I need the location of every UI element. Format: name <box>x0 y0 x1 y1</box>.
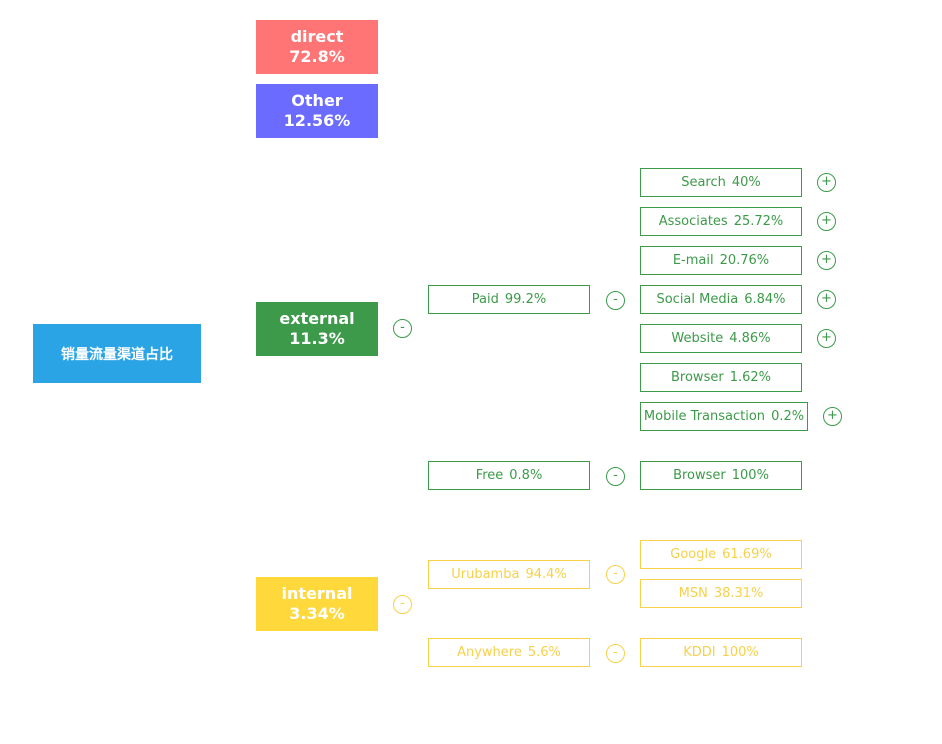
root-label: 销量流量渠道占比 <box>61 346 173 363</box>
collapse-paid-toggle[interactable]: - <box>606 291 625 310</box>
node-free[interactable]: Free 0.8% <box>428 461 590 490</box>
node-msn-value: 38.31% <box>713 586 764 601</box>
node-email-label: E-mail <box>672 253 714 268</box>
expand-mobile-transaction-toggle[interactable]: + <box>823 407 842 426</box>
collapse-urubamba-toggle[interactable]: - <box>606 565 625 584</box>
node-browser-paid[interactable]: Browser 1.62% <box>640 363 802 392</box>
node-website[interactable]: Website 4.86% <box>640 324 802 353</box>
node-email[interactable]: E-mail 20.76% <box>640 246 802 275</box>
node-direct-value: 72.8% <box>289 47 345 66</box>
node-google-label: Google <box>670 547 717 562</box>
root-node[interactable]: 销量流量渠道占比 <box>33 324 201 383</box>
node-other-label: Other <box>291 91 343 110</box>
collapse-free-toggle[interactable]: - <box>606 467 625 486</box>
node-other[interactable]: Other 12.56% <box>256 84 378 138</box>
node-browser-free-label: Browser <box>673 468 726 483</box>
node-associates-value: 25.72% <box>733 214 784 229</box>
node-free-label: Free <box>475 468 504 483</box>
node-search-label: Search <box>681 175 726 190</box>
node-mobile-transaction-value: 0.2% <box>771 409 805 424</box>
node-anywhere[interactable]: Anywhere 5.6% <box>428 638 590 667</box>
node-msn-label: MSN <box>678 586 708 601</box>
node-urubamba[interactable]: Urubamba 94.4% <box>428 560 590 589</box>
expand-search-toggle[interactable]: + <box>817 173 836 192</box>
collapse-anywhere-toggle[interactable]: - <box>606 644 625 663</box>
node-external-label: external <box>279 309 355 328</box>
node-internal[interactable]: internal 3.34% <box>256 577 378 631</box>
node-internal-label: internal <box>281 584 353 603</box>
node-website-value: 4.86% <box>729 331 771 346</box>
node-direct-label: direct <box>290 27 344 46</box>
node-website-label: Website <box>671 331 724 346</box>
node-paid[interactable]: Paid 99.2% <box>428 285 590 314</box>
collapse-external-toggle[interactable]: - <box>393 319 412 338</box>
node-associates[interactable]: Associates 25.72% <box>640 207 802 236</box>
node-urubamba-value: 94.4% <box>525 567 567 582</box>
expand-social-media-toggle[interactable]: + <box>817 290 836 309</box>
node-paid-label: Paid <box>471 292 499 307</box>
node-direct[interactable]: direct 72.8% <box>256 20 378 74</box>
node-msn[interactable]: MSN 38.31% <box>640 579 802 608</box>
node-browser-free[interactable]: Browser 100% <box>640 461 802 490</box>
node-internal-value: 3.34% <box>289 604 345 623</box>
node-urubamba-label: Urubamba <box>451 567 520 582</box>
node-social-media-label: Social Media <box>656 292 739 307</box>
node-social-media[interactable]: Social Media 6.84% <box>640 285 802 314</box>
node-mobile-transaction-label: Mobile Transaction <box>643 409 766 424</box>
node-free-value: 0.8% <box>509 468 543 483</box>
node-external-value: 11.3% <box>289 329 345 348</box>
node-email-value: 20.76% <box>719 253 770 268</box>
node-kddi-label: KDDI <box>683 645 716 660</box>
node-google[interactable]: Google 61.69% <box>640 540 802 569</box>
node-kddi[interactable]: KDDI 100% <box>640 638 802 667</box>
node-search-value: 40% <box>731 175 761 190</box>
collapse-internal-toggle[interactable]: - <box>393 595 412 614</box>
node-anywhere-label: Anywhere <box>457 645 522 660</box>
expand-associates-toggle[interactable]: + <box>817 212 836 231</box>
node-anywhere-value: 5.6% <box>527 645 561 660</box>
node-other-value: 12.56% <box>283 111 351 130</box>
node-search[interactable]: Search 40% <box>640 168 802 197</box>
node-browser-paid-value: 1.62% <box>729 370 771 385</box>
node-browser-paid-label: Browser <box>671 370 724 385</box>
node-browser-free-value: 100% <box>731 468 769 483</box>
node-kddi-value: 100% <box>721 645 759 660</box>
node-associates-label: Associates <box>658 214 728 229</box>
node-paid-value: 99.2% <box>504 292 547 307</box>
node-social-media-value: 6.84% <box>744 292 786 307</box>
node-external[interactable]: external 11.3% <box>256 302 378 356</box>
expand-website-toggle[interactable]: + <box>817 329 836 348</box>
node-google-value: 61.69% <box>722 547 772 562</box>
expand-email-toggle[interactable]: + <box>817 251 836 270</box>
node-mobile-transaction[interactable]: Mobile Transaction 0.2% <box>640 402 808 431</box>
